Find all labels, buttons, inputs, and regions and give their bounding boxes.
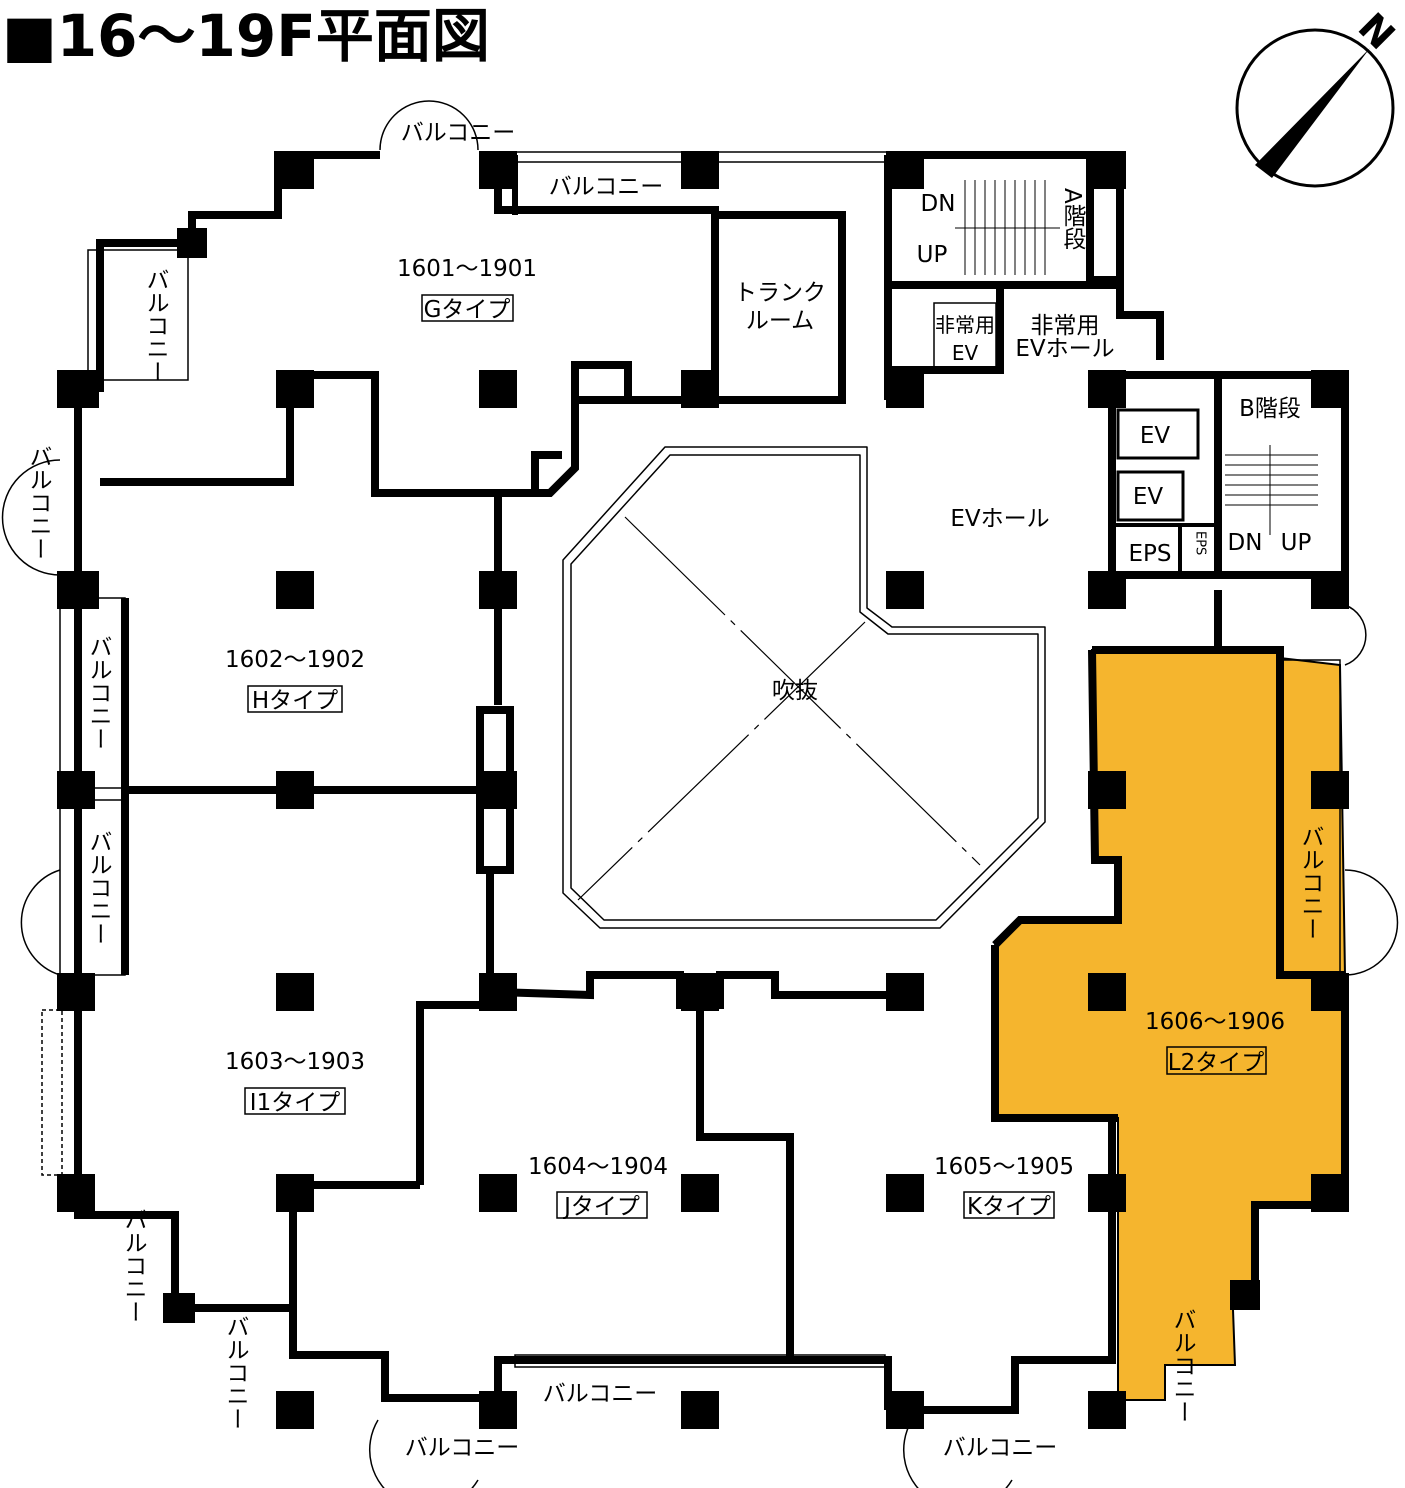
ev-hall-label: EVホール <box>950 506 1049 532</box>
balcony-label: バルコニー <box>943 1435 1058 1461</box>
stair-a-label: A階段 <box>1059 188 1087 250</box>
emergency-hall-label-1: 非常用 <box>1031 313 1100 339</box>
stair-a-steps <box>955 180 1060 275</box>
atrium <box>562 446 1046 929</box>
atrium-label: 吹抜 <box>772 678 818 704</box>
unit-number: 1601〜1901 <box>397 256 537 282</box>
eps-label: EPS <box>1128 541 1171 567</box>
unit-type: Hタイプ <box>252 688 338 714</box>
stair-a-dn: DN <box>921 191 956 217</box>
unit-type: L2タイプ <box>1168 1050 1264 1076</box>
unit-type: Kタイプ <box>967 1194 1051 1220</box>
eps-label-vertical: EPS <box>1193 531 1208 555</box>
unit-number: 1605〜1905 <box>934 1154 1074 1180</box>
stair-b-up: UP <box>1281 530 1312 556</box>
balcony-label: バルコニー <box>142 268 169 383</box>
trunk-room-label-2: ルーム <box>746 308 814 334</box>
trunk-room-label-1: トランク <box>734 280 826 306</box>
balcony-label: バルコニー <box>549 174 664 200</box>
unit-type: Gタイプ <box>424 297 511 323</box>
north-compass-icon: N <box>1235 5 1403 188</box>
stair-a-up: UP <box>917 242 948 268</box>
unit-type: I1タイプ <box>250 1090 340 1116</box>
balcony-label: バルコニー <box>120 1208 147 1323</box>
balcony-label: バルコニー <box>405 1435 520 1461</box>
page-title: ■16〜19F平面図 <box>2 2 490 70</box>
balcony-label: バルコニー <box>1169 1308 1196 1423</box>
unit-1604[interactable]: 1604〜1904 Jタイプ <box>528 1154 668 1220</box>
emergency-ev-label-1: 非常用 <box>935 313 995 337</box>
unit-1606[interactable]: 1606〜1906 L2タイプ <box>1145 1009 1285 1076</box>
ev-label-2: EV <box>1133 484 1164 510</box>
emergency-ev-label-2: EV <box>952 341 979 365</box>
balcony-label: バルコニー <box>1297 825 1324 940</box>
pillars <box>57 151 1349 1429</box>
ev-label-1: EV <box>1140 423 1171 449</box>
balcony-label: バルコニー <box>85 830 112 945</box>
stair-b-dn: DN <box>1228 530 1263 556</box>
balcony-label: バルコニー <box>25 445 52 560</box>
unit-number: 1602〜1902 <box>225 647 365 673</box>
stair-b-steps <box>1225 445 1318 535</box>
emergency-hall-label-2: EVホール <box>1015 336 1114 362</box>
unit-1603[interactable]: 1603〜1903 I1タイプ <box>225 1049 365 1116</box>
unit-1605[interactable]: 1605〜1905 Kタイプ <box>934 1154 1074 1220</box>
unit-number: 1606〜1906 <box>1145 1009 1285 1035</box>
unit-1601[interactable]: 1601〜1901 Gタイプ <box>397 256 537 323</box>
balcony-label: バルコニー <box>543 1381 658 1407</box>
unit-type: Jタイプ <box>562 1194 640 1220</box>
unit-number: 1604〜1904 <box>528 1154 668 1180</box>
stair-b-label: B階段 <box>1239 396 1301 422</box>
balcony-label: バルコニー <box>222 1315 249 1430</box>
balcony-label: バルコニー <box>401 120 516 146</box>
unit-1602[interactable]: 1602〜1902 Hタイプ <box>225 647 365 714</box>
unit-number: 1603〜1903 <box>225 1049 365 1075</box>
balcony-label: バルコニー <box>85 635 112 750</box>
